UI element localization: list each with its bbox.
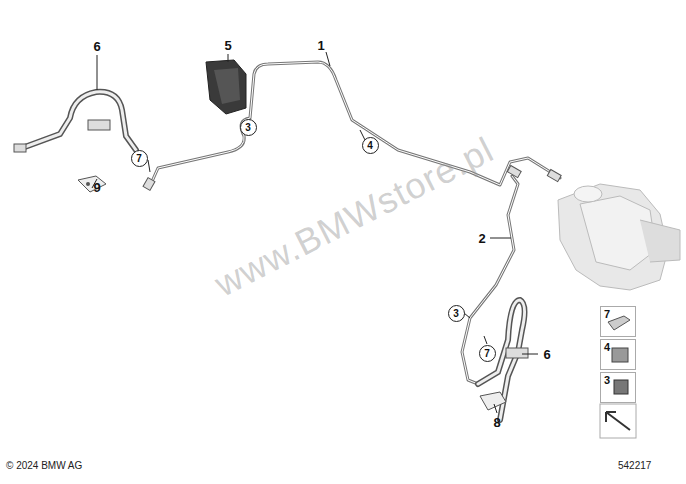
watermark: www.BMWstore.pl	[208, 129, 501, 306]
legend-box: 4	[600, 339, 636, 370]
callout-number: 4	[604, 341, 610, 353]
callout-number: 2	[478, 231, 485, 246]
callout-circle: 7	[131, 150, 148, 167]
diagram-number: 542217	[618, 460, 651, 471]
copyright-note: © 2024 BMW AG	[6, 460, 82, 471]
callout-number: 4	[367, 140, 373, 151]
callout-number: 1	[317, 38, 324, 53]
callout-circle: 3	[240, 119, 257, 136]
callout-number: 6	[543, 347, 550, 362]
callout-number: 7	[604, 308, 610, 320]
callout-circle: 4	[362, 137, 379, 154]
legend-box: 3	[600, 372, 636, 403]
callout-number: 5	[224, 38, 231, 53]
callout-number: 7	[484, 348, 490, 359]
callout-number: 3	[604, 374, 610, 386]
callout-number: 8	[493, 415, 500, 430]
legend-box: 7	[600, 306, 636, 337]
callout-number: 9	[93, 180, 100, 195]
callout-circle: 3	[448, 305, 465, 322]
callout-number: 6	[93, 39, 100, 54]
callout-number: 3	[453, 308, 459, 319]
callout-circle: 7	[479, 345, 496, 362]
callout-number: 7	[136, 153, 142, 164]
callout-number: 3	[245, 122, 251, 133]
